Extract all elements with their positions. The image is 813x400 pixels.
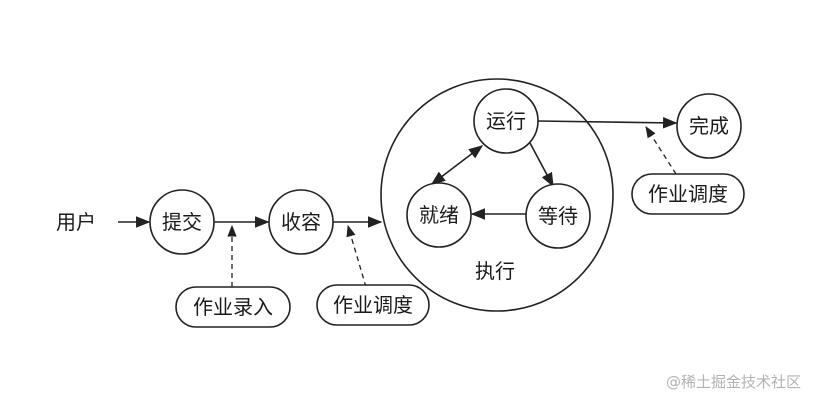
job-schedule-box-1: 作业调度 — [316, 284, 430, 326]
submit-label: 提交 — [162, 210, 202, 234]
job-entry-label: 作业录入 — [193, 295, 273, 319]
edge-job-schedule-2 — [645, 126, 677, 175]
receive-node: 收容 — [268, 189, 334, 255]
execute-region — [380, 78, 614, 312]
running-node: 运行 — [473, 88, 539, 154]
done-label: 完成 — [689, 114, 729, 138]
waiting-node: 等待 — [525, 183, 591, 249]
job-schedule-box-2: 作业调度 — [631, 173, 745, 215]
edge-running-ready — [430, 145, 484, 185]
job-schedule-label-1: 作业调度 — [333, 293, 413, 317]
submit-node: 提交 — [149, 189, 215, 255]
edge-job-schedule-1 — [346, 224, 367, 288]
waiting-label: 等待 — [538, 204, 578, 228]
ready-label: 就绪 — [419, 203, 459, 227]
edge-running-done — [537, 117, 678, 129]
user-label: 用户 — [56, 210, 96, 234]
execute-label: 执行 — [475, 259, 515, 283]
running-label: 运行 — [486, 109, 526, 133]
receive-label: 收容 — [281, 210, 321, 234]
watermark: @稀土掘金技术社区 — [665, 373, 801, 391]
ready-node: 就绪 — [406, 182, 472, 248]
job-entry-box: 作业录入 — [175, 286, 291, 328]
done-node: 完成 — [676, 93, 742, 159]
edge-running-waiting — [529, 142, 554, 188]
job-schedule-label-2: 作业调度 — [648, 182, 728, 206]
